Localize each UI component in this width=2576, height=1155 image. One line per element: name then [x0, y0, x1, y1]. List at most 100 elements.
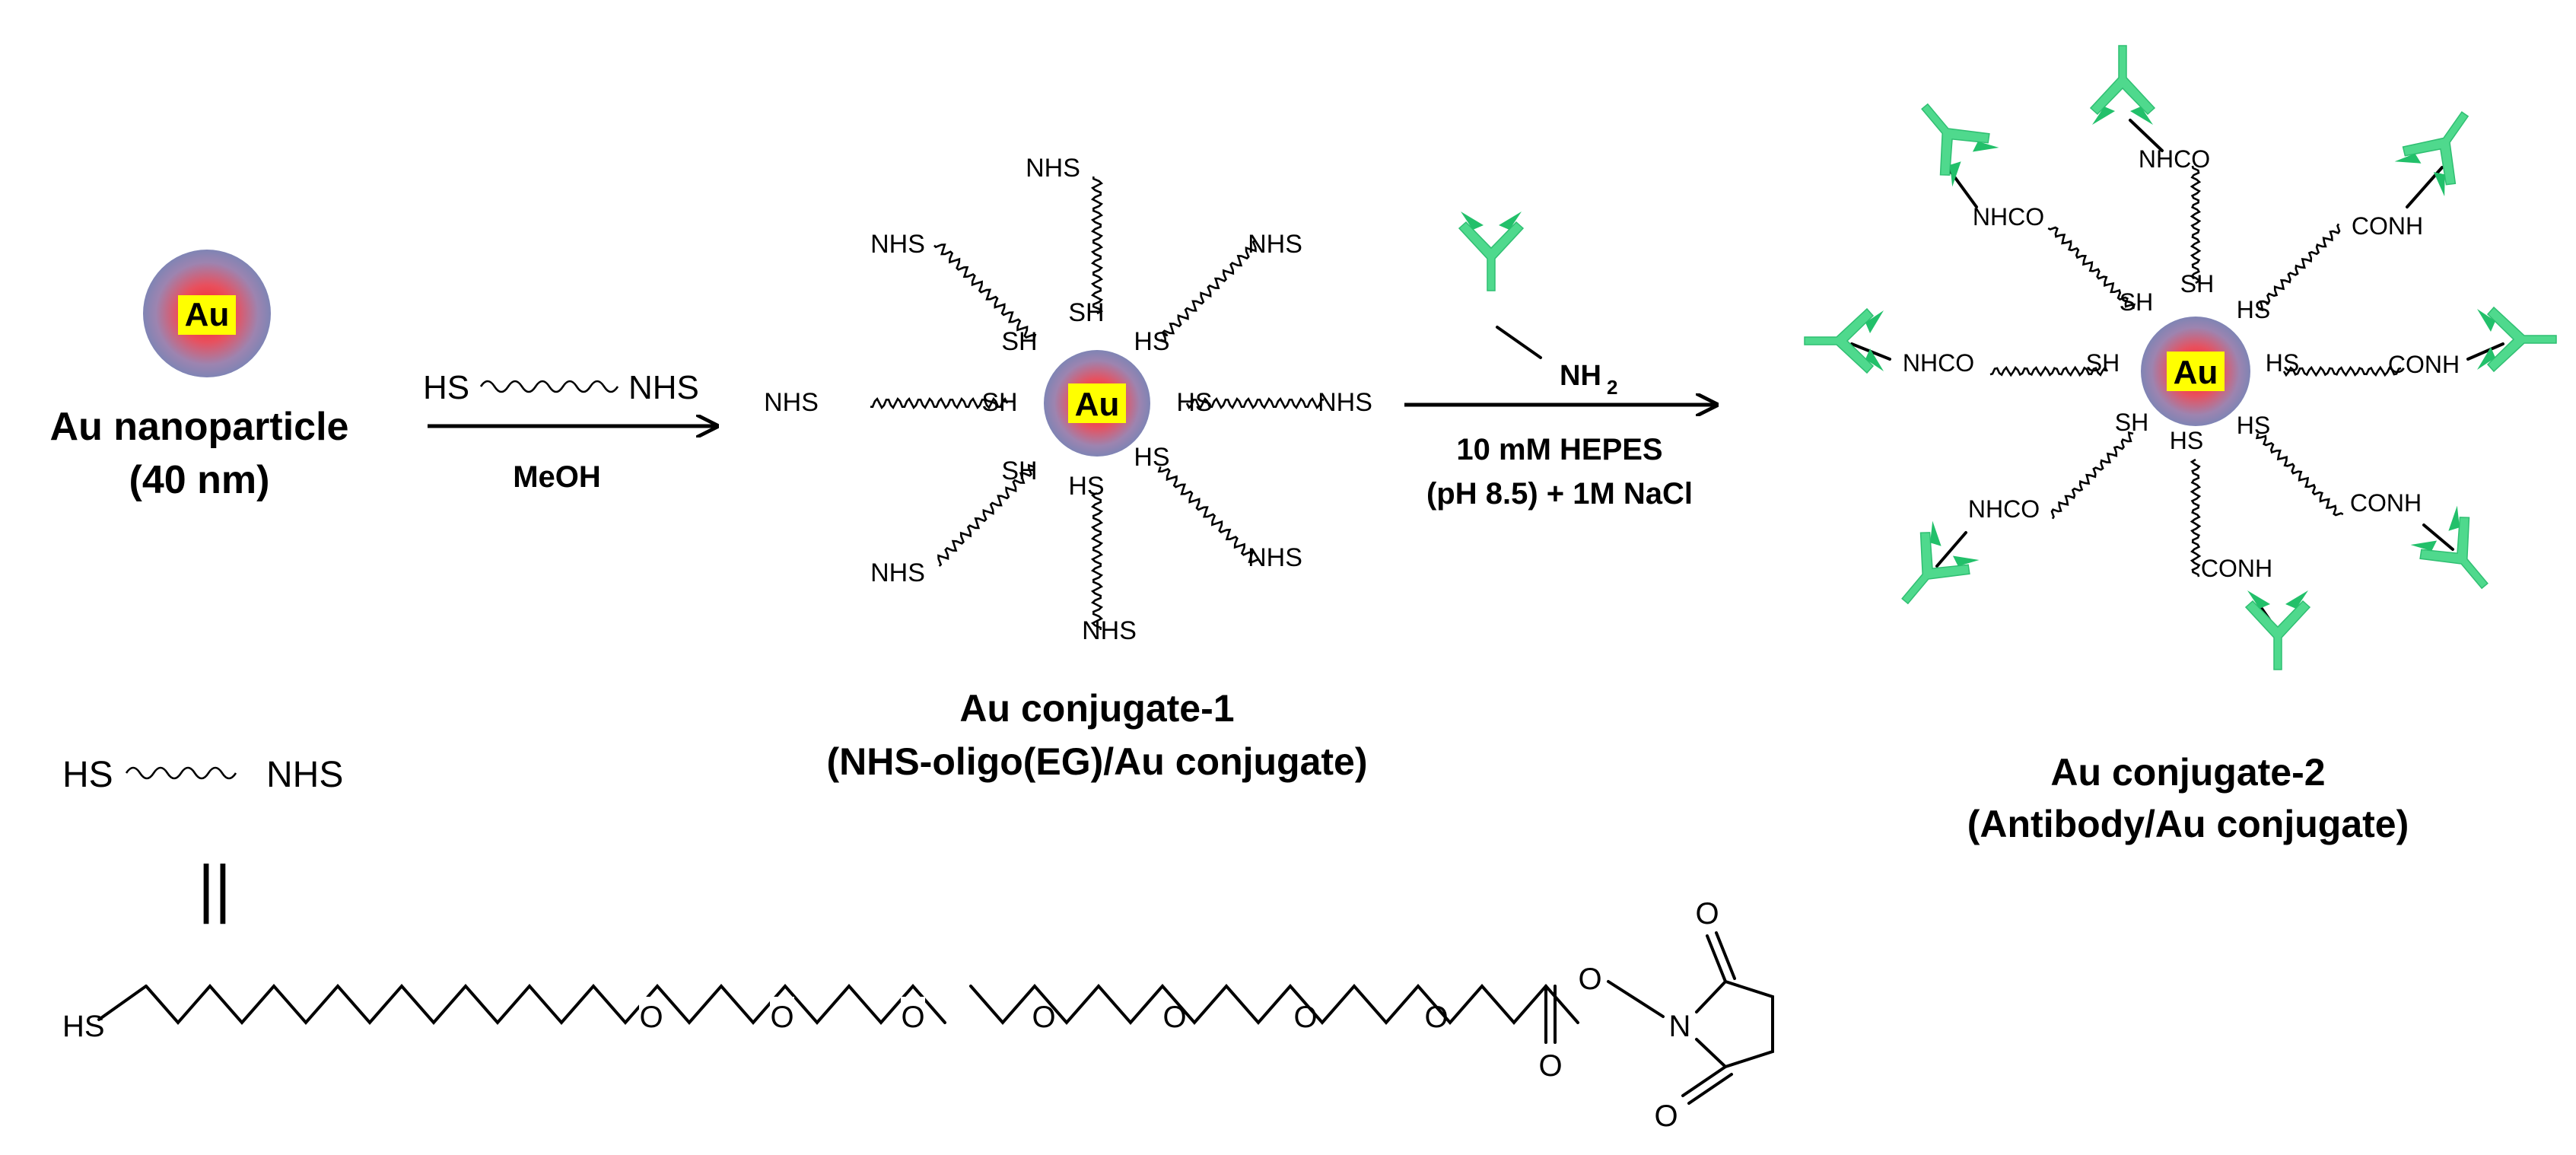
- oligo-eg-chain: [2050, 431, 2134, 520]
- amide-label: NHCO: [1968, 495, 2040, 523]
- au-label: Au: [185, 296, 230, 333]
- antibody-icon: [2476, 307, 2557, 372]
- step1-solvent: MeOH: [513, 460, 601, 494]
- amide-label: NHCO: [1973, 203, 2044, 231]
- oligo-eg-chain: [870, 396, 1009, 410]
- oligo-eg-chain: [1185, 396, 1324, 410]
- gold-nanoparticle: Au: [1044, 350, 1150, 457]
- imide-nitrogen: N: [1669, 1010, 1691, 1043]
- thiol-label: SH: [2086, 349, 2120, 377]
- step2-salt: (pH 8.5) + 1M NaCl: [1426, 477, 1693, 511]
- succinimide-ring: [1695, 979, 1774, 1069]
- nhs-label: NHS: [764, 388, 819, 417]
- thiol-label: HS: [1134, 327, 1169, 356]
- thiol-label: HS: [1134, 443, 1169, 472]
- amide-bond: [2129, 119, 2164, 152]
- antibody-icon: [1804, 308, 1884, 374]
- oligo-eg-chain: [1090, 177, 1104, 315]
- oligo-eg-chain: [2047, 226, 2136, 310]
- carbonyl-oxygen: O: [1538, 1049, 1562, 1083]
- equals-sign: ||: [198, 852, 231, 924]
- thiol-label: HS: [2170, 427, 2203, 454]
- thiol-label: SH: [2120, 288, 2153, 316]
- conjugate1-subtitle: (NHS-oligo(EG)/Au conjugate): [826, 740, 1367, 783]
- ring-carbonyl-oxygen: O: [1654, 1099, 1678, 1133]
- linker-thiol: HS: [62, 755, 113, 795]
- nhs-label: NHS: [1248, 230, 1302, 259]
- au-label: Au: [1075, 386, 1120, 423]
- oligo-eg-chain: [1090, 492, 1104, 630]
- nhs-label: NHS: [870, 230, 925, 259]
- thiol-label: SH: [1001, 457, 1037, 485]
- thiol-label: SH: [1068, 298, 1104, 327]
- au-nanoparticle: Au: [143, 250, 271, 377]
- svg-text:HS: HS: [423, 369, 469, 406]
- nhs-label: NHS: [1082, 616, 1137, 645]
- amide-label: CONH: [2201, 555, 2272, 582]
- amide-label: CONH: [2352, 212, 2423, 240]
- oligo-eg-chain: [2257, 223, 2341, 312]
- antibody-icon: [2090, 45, 2155, 126]
- oligo-eg-chain: [1989, 365, 2109, 377]
- oligo-eg-chain: [933, 243, 1037, 340]
- gold-nanoparticle: Au: [2141, 317, 2250, 426]
- nhs-label: NHS: [870, 558, 925, 587]
- linker-legend: HS NHS: [62, 755, 343, 795]
- amide-bond: [1935, 531, 1967, 568]
- ester-oxygen: O: [1578, 963, 1601, 996]
- au-label: Au: [2174, 354, 2218, 391]
- antibody-icon: [2409, 504, 2510, 607]
- oligo-eg-chain: [2282, 365, 2402, 377]
- linker-nhs: NHS: [266, 755, 343, 795]
- thiol-label: HS: [2237, 412, 2270, 439]
- oligo-eg-chain: [2255, 433, 2344, 517]
- oligo-eg-chain: [1157, 466, 1261, 563]
- conjugate2-subtitle: (Antibody/Au conjugate): [1967, 803, 2409, 845]
- ether-oxygen: O: [770, 1001, 793, 1034]
- oligo-eg-chain: [2190, 458, 2202, 578]
- antibody-icon: [2393, 95, 2492, 199]
- amide-label: NHCO: [2139, 145, 2210, 173]
- amide-bond: [2466, 342, 2504, 361]
- thiol-label: SH: [981, 388, 1017, 417]
- svg-text:2: 2: [1607, 376, 1617, 399]
- nhs-label: NHS: [1026, 154, 1080, 183]
- thiol-label: SH: [2115, 409, 2148, 436]
- ether-oxygen: O: [1293, 1001, 1317, 1034]
- ether-oxygen: O: [901, 1001, 924, 1034]
- oligo-eg-chain: [2190, 165, 2202, 285]
- amide-label: CONH: [2350, 489, 2422, 517]
- antibody-icon: [1900, 85, 2001, 189]
- step1-reagent: HS NHS: [423, 369, 699, 406]
- conjugate1-graphic: SH NHS SH NHS HS NHS SH NHS HS NHS SH NHS HS NHS HS NHS…: [764, 154, 1372, 645]
- amide-label: NHCO: [1903, 349, 1974, 377]
- amide-bond: [2422, 523, 2454, 551]
- thiol-label: SH: [2180, 270, 2214, 298]
- oligo-eg-chain: [937, 463, 1034, 567]
- thiol-label: HS: [2237, 296, 2270, 323]
- svg-text:NH: NH: [1560, 360, 1601, 392]
- nhs-label: NHS: [1318, 388, 1372, 417]
- antibody-icon: [2245, 590, 2310, 670]
- oligo-eg-chain: [1160, 240, 1257, 343]
- ether-oxygen: O: [1162, 1001, 1186, 1034]
- antibody-reagent: NH 2: [1458, 211, 1617, 399]
- ether-oxygen: O: [639, 1001, 663, 1034]
- ring-carbonyl-oxygen: O: [1695, 897, 1719, 931]
- carbon-chain: [145, 983, 946, 1026]
- svg-text:NHS: NHS: [628, 369, 699, 406]
- thiol-label: HS: [1068, 472, 1104, 501]
- nhs-label: NHS: [1248, 543, 1302, 572]
- conjugate1-title: Au conjugate-1: [959, 687, 1234, 730]
- conjugate2-graphic: SH NHCO SH NHCO HS CONH SH NHCO HS CONH SH NHCO HS CO…: [1804, 45, 2557, 670]
- thiol-label: HS: [2266, 349, 2299, 377]
- thiol-end-label: HS: [62, 1010, 105, 1043]
- thiol-label: HS: [1176, 388, 1212, 417]
- step2-buffer: 10 mM HEPES: [1456, 433, 1662, 466]
- conjugate2-title: Au conjugate-2: [2050, 751, 2325, 794]
- thiol-label: SH: [1001, 327, 1037, 356]
- nanoparticle-size: (40 nm): [129, 458, 270, 502]
- nanoparticle-title: Au nanoparticle: [50, 405, 349, 449]
